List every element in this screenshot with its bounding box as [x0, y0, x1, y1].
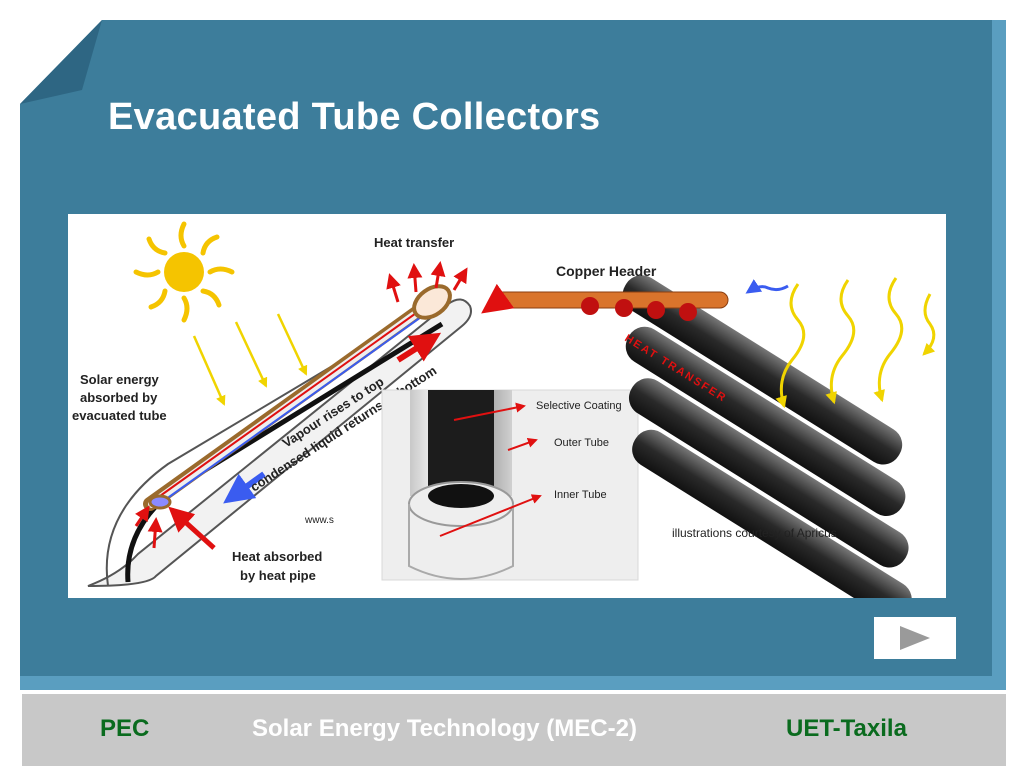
- footer-left: PEC: [100, 715, 150, 742]
- heat-transfer-arrows: [386, 261, 468, 303]
- solar-energy-label-2: absorbed by: [80, 390, 158, 405]
- selective-coating-label: Selective Coating: [536, 400, 622, 412]
- solar-energy-label-3: evacuated tube: [72, 408, 167, 423]
- solar-energy-label-1: Solar energy: [80, 372, 160, 387]
- sun-icon: [133, 221, 235, 323]
- heat-absorbed-label-1: Heat absorbed: [232, 549, 322, 564]
- next-slide-button[interactable]: [874, 617, 956, 659]
- panel-shadow-right: [992, 20, 1006, 690]
- folded-corner: [20, 20, 102, 104]
- vapour-arrow: [396, 332, 442, 363]
- footer-right: UET-Taxila: [786, 715, 907, 742]
- solar-ray-arrows: [192, 313, 308, 406]
- panel-shadow-bottom: [20, 676, 1006, 690]
- heat-transfer-label: Heat transfer: [374, 235, 454, 250]
- heat-absorbed-arrows: [134, 505, 216, 550]
- slide-title: Evacuated Tube Collectors: [108, 96, 601, 138]
- evacuated-tube-drawing: [87, 284, 472, 587]
- glass-tube-photo: [381, 389, 639, 581]
- tube-array-drawing: [481, 275, 936, 598]
- outer-tube-label: Outer Tube: [554, 437, 609, 449]
- courtesy-label: illustrations courtesy of Apricus: [672, 526, 837, 540]
- evacuated-tube-figure: Heat transfer Solar energy absorbed by e…: [68, 214, 946, 598]
- heat-absorbed-label-2: by heat pipe: [240, 568, 316, 583]
- www-label: www.s: [304, 515, 334, 526]
- condensed-arrow: [223, 471, 266, 504]
- inner-tube-label: Inner Tube: [554, 489, 607, 501]
- play-triangle-icon: [900, 626, 930, 650]
- copper-header-label: Copper Header: [556, 263, 657, 279]
- footer-bar: PEC Solar Energy Technology (MEC-2) UET-…: [22, 694, 1006, 766]
- footer-center: Solar Energy Technology (MEC-2): [252, 715, 637, 742]
